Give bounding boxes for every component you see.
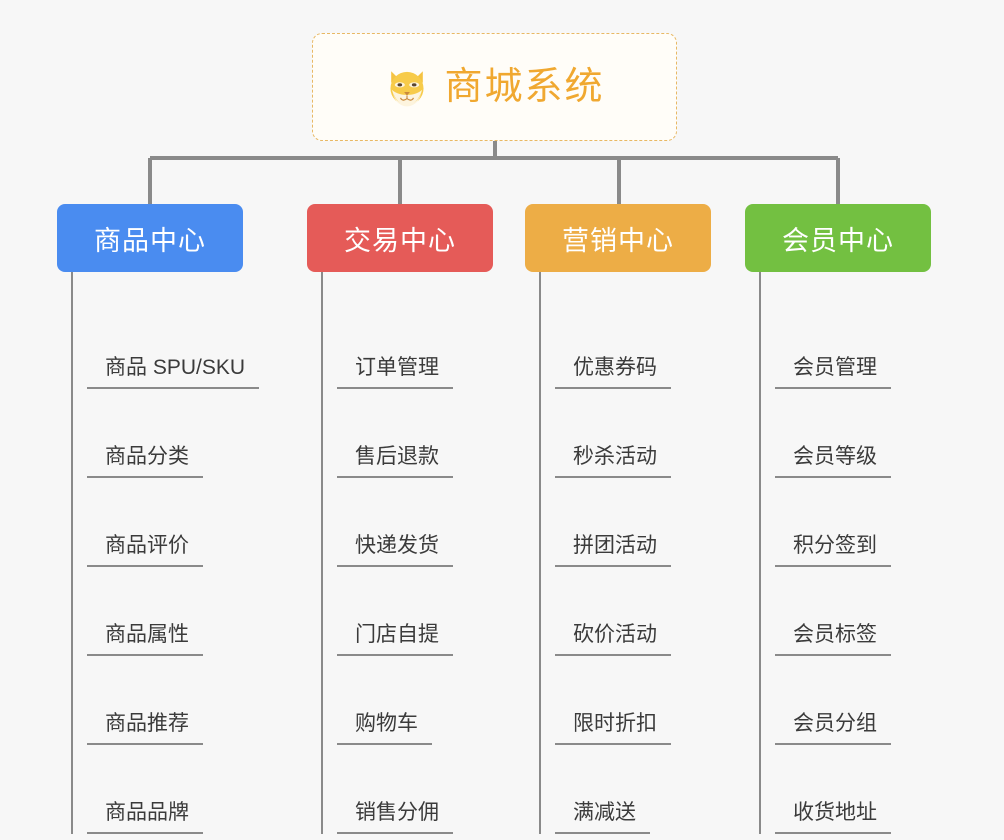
branch-item-label: 拼团活动 [555, 534, 671, 567]
branch-header-0[interactable]: 商品中心 [57, 204, 243, 272]
branch-item-label: 订单管理 [337, 356, 453, 389]
branch-header-label: 商品中心 [94, 225, 206, 256]
branch-header-3[interactable]: 会员中心 [745, 204, 931, 272]
root-title: 商城系统 [444, 66, 605, 108]
branch-item-label: 商品 SPU/SKU [87, 356, 260, 389]
branch-item[interactable]: 商品属性 [73, 567, 293, 656]
branch-item-list-2: 优惠券码秒杀活动拼团活动砍价活动限时折扣满减送 [539, 272, 761, 834]
branch-item[interactable]: 秒杀活动 [541, 389, 761, 478]
branch-item-label: 积分签到 [775, 534, 891, 567]
branch-header-label: 营销中心 [562, 225, 674, 256]
branch-item-label: 秒杀活动 [555, 445, 671, 478]
branch-item-label: 会员标签 [775, 623, 891, 656]
branch-item-label: 快递发货 [337, 534, 453, 567]
branch-column-3: 会员中心会员管理会员等级积分签到会员标签会员分组收货地址 [745, 204, 981, 834]
branch-item-label: 商品属性 [87, 623, 203, 656]
branch-item-label: 优惠券码 [555, 356, 671, 389]
branch-item-label: 收货地址 [775, 801, 891, 834]
branch-item[interactable]: 门店自提 [323, 567, 543, 656]
branch-item[interactable]: 限时折扣 [541, 656, 761, 745]
branch-header-label: 交易中心 [344, 225, 456, 256]
branch-item[interactable]: 会员等级 [761, 389, 981, 478]
branch-item-list-3: 会员管理会员等级积分签到会员标签会员分组收货地址 [759, 272, 981, 834]
branch-item-label: 商品评价 [87, 534, 203, 567]
branch-item[interactable]: 售后退款 [323, 389, 543, 478]
branch-column-0: 商品中心商品 SPU/SKU 商品分类商品评价商品属性商品推荐商品品牌 [57, 204, 293, 834]
branch-item[interactable]: 收货地址 [761, 745, 981, 834]
branch-header-1[interactable]: 交易中心 [307, 204, 493, 272]
branch-item-label: 销售分佣 [337, 801, 453, 834]
branch-item[interactable]: 销售分佣 [323, 745, 543, 834]
branch-item[interactable]: 优惠券码 [541, 300, 761, 389]
root-node[interactable]: 商城系统 [312, 33, 677, 141]
branch-item[interactable]: 商品分类 [73, 389, 293, 478]
branch-item[interactable]: 会员标签 [761, 567, 981, 656]
branch-item[interactable]: 购物车 [323, 656, 543, 745]
branch-item-label: 限时折扣 [555, 712, 671, 745]
branch-item[interactable]: 商品评价 [73, 478, 293, 567]
branch-item[interactable]: 商品推荐 [73, 656, 293, 745]
branch-item-label: 砍价活动 [555, 623, 671, 656]
branch-item-label: 会员分组 [775, 712, 891, 745]
branch-item-label: 会员管理 [775, 356, 891, 389]
branch-item-label: 会员等级 [775, 445, 891, 478]
branch-item[interactable]: 商品 SPU/SKU [73, 300, 293, 389]
branch-item[interactable]: 会员分组 [761, 656, 981, 745]
branch-item-label: 商品推荐 [87, 712, 203, 745]
branch-column-2: 营销中心优惠券码秒杀活动拼团活动砍价活动限时折扣满减送 [525, 204, 761, 834]
branch-item-label: 商品分类 [87, 445, 203, 478]
branch-item-label: 门店自提 [337, 623, 453, 656]
branch-item-list-0: 商品 SPU/SKU 商品分类商品评价商品属性商品推荐商品品牌 [71, 272, 293, 834]
branch-header-2[interactable]: 营销中心 [525, 204, 711, 272]
branch-item[interactable]: 砍价活动 [541, 567, 761, 656]
branch-item[interactable]: 快递发货 [323, 478, 543, 567]
branch-item[interactable]: 商品品牌 [73, 745, 293, 834]
branch-item[interactable]: 积分签到 [761, 478, 981, 567]
shiba-dog-face-icon [390, 71, 425, 107]
branch-column-1: 交易中心订单管理售后退款快递发货门店自提购物车销售分佣 [307, 204, 543, 834]
branch-header-label: 会员中心 [782, 225, 894, 256]
branch-item[interactable]: 满减送 [541, 745, 761, 834]
branch-item[interactable]: 拼团活动 [541, 478, 761, 567]
branch-item-label: 满减送 [555, 801, 650, 834]
branch-item-label: 购物车 [337, 712, 432, 745]
branch-item-label: 售后退款 [337, 445, 453, 478]
branch-item-list-1: 订单管理售后退款快递发货门店自提购物车销售分佣 [321, 272, 543, 834]
branch-item[interactable]: 会员管理 [761, 300, 981, 389]
branch-item[interactable]: 订单管理 [323, 300, 543, 389]
branch-item-label: 商品品牌 [87, 801, 203, 834]
